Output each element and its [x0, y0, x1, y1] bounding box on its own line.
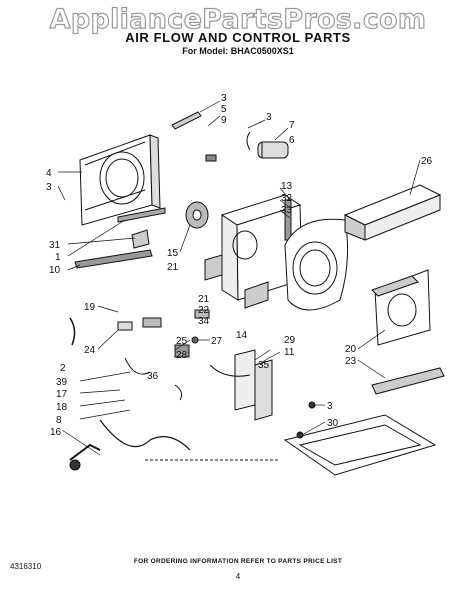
callout-label: 4: [46, 168, 52, 179]
screw-drawing: [308, 401, 316, 409]
callout-label: 27: [211, 336, 223, 347]
callout-label: 20: [345, 344, 357, 355]
plug-head-drawing: [69, 459, 81, 471]
blower-housing-drawing: [284, 218, 349, 311]
clip-drawing: [205, 154, 217, 162]
callout-label: 28: [176, 350, 188, 361]
callout-label: 15: [167, 248, 179, 259]
knob-drawing: [191, 336, 199, 344]
callout-label: 10: [49, 265, 61, 276]
callout-label: 22: [198, 305, 210, 316]
callout-label: 33: [281, 205, 293, 216]
callout-label: 17: [56, 389, 68, 400]
page-number: 4: [235, 572, 241, 581]
callout-label: 2: [60, 363, 66, 374]
bracket-wire-drawing: [209, 364, 251, 377]
thermostat-drawing: [174, 384, 183, 401]
control-bracket-drawing: [234, 349, 273, 421]
label-plate-drawing: [194, 309, 210, 319]
page-title: AIR FLOW AND CONTROL PARTS: [125, 30, 351, 45]
callout-label: 3: [221, 93, 227, 104]
drain-pan-drawing: [371, 367, 445, 395]
capacitor-drawing: [246, 131, 289, 159]
callout-label: 19: [84, 302, 96, 313]
callout-label: 21: [198, 294, 210, 305]
switch-plate-drawing: [142, 317, 162, 328]
callout-label: 26: [421, 156, 433, 167]
callout-label: 29: [284, 335, 296, 346]
callout-label: 18: [56, 402, 68, 413]
callout-label: 14: [236, 330, 248, 341]
bracket-plate-drawing: [244, 281, 269, 309]
callout-label: 24: [84, 345, 96, 356]
sensor-wire-drawing: [69, 317, 76, 346]
front-panel-drawing: [79, 134, 161, 226]
motor-mount-drawing: [204, 254, 223, 281]
power-cord-drawing: [99, 419, 191, 451]
callout-label: 13: [281, 181, 293, 192]
callout-label: 9: [221, 115, 227, 126]
knob-plate-drawing: [117, 321, 133, 331]
fan-blade-drawing: [185, 201, 209, 229]
callout-label: 23: [345, 356, 357, 367]
scroll-panel-drawing: [371, 269, 431, 346]
callout-label: 21: [167, 262, 179, 273]
foot-bracket-drawing: [131, 229, 150, 249]
callout-label: 35: [258, 360, 270, 371]
bottom-rail-drawing: [74, 249, 153, 269]
callout-label: 30: [327, 418, 339, 429]
base-pan-drawing: [283, 414, 437, 476]
callout-label: 34: [198, 316, 210, 327]
watermark: AppliancePartsPros.com: [49, 3, 427, 35]
callout-label: 36: [147, 371, 159, 382]
callout-label: 3: [327, 401, 333, 412]
callout-label: 3: [46, 182, 52, 193]
callout-label: 3: [266, 112, 272, 123]
partition-drawing: [220, 194, 303, 301]
callout-label: 7: [289, 120, 295, 131]
callout-label: 25: [176, 336, 188, 347]
callout-label: 32: [281, 193, 293, 204]
top-bracket-drawing: [171, 111, 202, 130]
ordering-note: FOR ORDERING INFORMATION REFER TO PARTS …: [133, 558, 343, 565]
rail-drawing: [117, 207, 166, 223]
air-duct-drawing: [343, 184, 442, 241]
callout-label: 5: [221, 104, 227, 115]
callout-label: 16: [50, 427, 62, 438]
callout-label: 8: [56, 415, 62, 426]
screw-drawing: [296, 431, 304, 439]
callout-label: 1: [55, 252, 61, 263]
harness-loop-drawing: [124, 357, 151, 375]
callout-label: 39: [56, 377, 68, 388]
callout-label: 31: [49, 240, 61, 251]
plug-drawing: [69, 443, 101, 461]
callout-label: 6: [289, 135, 295, 146]
document-part-number: 4316310: [10, 562, 42, 571]
callout-label: 11: [284, 347, 295, 358]
model-subtitle: For Model: BHAC0500XS1: [182, 46, 294, 56]
